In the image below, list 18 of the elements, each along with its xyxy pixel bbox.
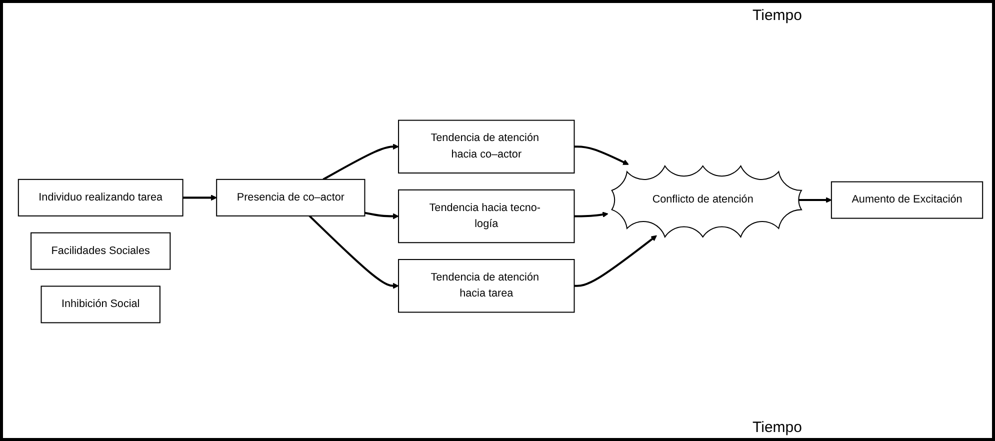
arrow [182, 194, 217, 201]
arrow [308, 215, 399, 289]
arrow [574, 146, 629, 165]
node-box: Facilidades Sociales [30, 232, 171, 270]
node-box: Tendencia de atención hacia tarea [398, 259, 575, 313]
node-box: Inhibición Social [40, 286, 160, 324]
time-label: Tiempo [752, 419, 802, 436]
time-label: Tiempo [752, 7, 802, 24]
node-box: Aumento de Excitación [830, 181, 984, 219]
node-box: Presencia de co–actor [216, 178, 366, 216]
arrow [322, 144, 399, 180]
arrow [798, 197, 832, 204]
node-box: Tendencia de atención hacia co–actor [398, 120, 575, 174]
node-box: Tendencia hacia tecno- logía [398, 189, 575, 244]
arrow [574, 235, 657, 287]
arrow [364, 212, 399, 220]
arrow [574, 212, 608, 218]
node-box: Individuo realizando tarea [18, 178, 184, 216]
